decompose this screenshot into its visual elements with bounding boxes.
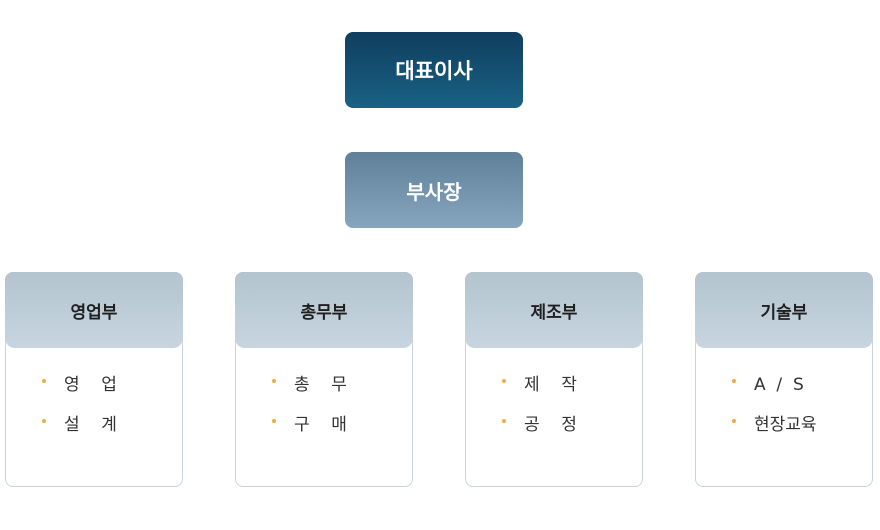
department-list: 제 작 공 정: [466, 371, 642, 451]
list-item: 영 업: [6, 371, 182, 411]
department-title: 제조부: [530, 302, 578, 323]
ceo-box: 대표이사: [345, 32, 523, 108]
vice-president-label: 부사장: [406, 179, 462, 204]
bullet-icon: [272, 379, 276, 383]
bullet-icon: [42, 379, 46, 383]
department-title: 총무부: [300, 302, 348, 323]
department-list: 영 업 설 계: [6, 371, 182, 451]
list-item: 총 무: [236, 371, 412, 411]
department-header: 총무부: [235, 272, 413, 348]
department-title: 기술부: [760, 302, 808, 323]
department-title: 영업부: [70, 302, 118, 323]
list-item: A / S: [696, 371, 872, 411]
department-general-affairs: 총무부 총 무 구 매: [235, 272, 413, 487]
department-list: A / S 현장교육: [696, 371, 872, 451]
department-technical: 기술부 A / S 현장교육: [695, 272, 873, 487]
department-header: 영업부: [5, 272, 183, 348]
list-item: 현장교육: [696, 411, 872, 451]
department-manufacturing: 제조부 제 작 공 정: [465, 272, 643, 487]
list-item: 설 계: [6, 411, 182, 451]
bullet-icon: [502, 419, 506, 423]
ceo-label: 대표이사: [395, 59, 473, 83]
vice-president-box: 부사장: [345, 152, 523, 228]
department-header: 기술부: [695, 272, 873, 348]
list-item: 제 작: [466, 371, 642, 411]
bullet-icon: [732, 379, 736, 383]
list-item: 공 정: [466, 411, 642, 451]
department-sales: 영업부 영 업 설 계: [5, 272, 183, 487]
department-list: 총 무 구 매: [236, 371, 412, 451]
bullet-icon: [42, 419, 46, 423]
list-item: 구 매: [236, 411, 412, 451]
department-header: 제조부: [465, 272, 643, 348]
bullet-icon: [272, 419, 276, 423]
bullet-icon: [732, 419, 736, 423]
bullet-icon: [502, 379, 506, 383]
